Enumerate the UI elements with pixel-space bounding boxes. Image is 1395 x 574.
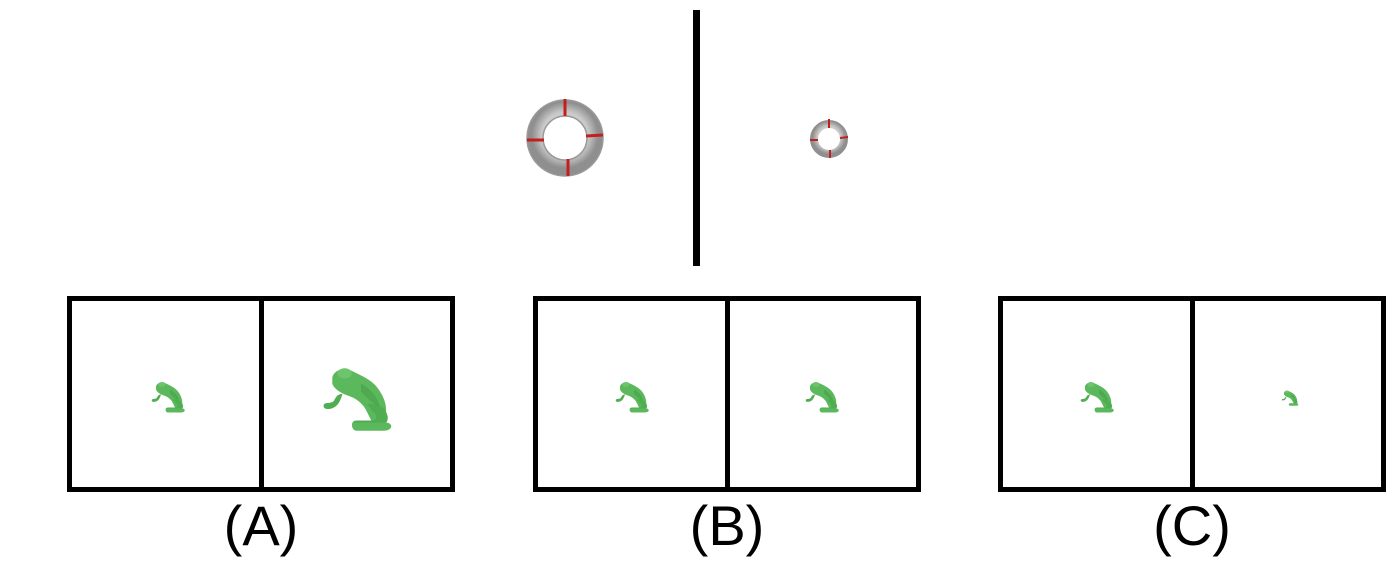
panel-divider [725,301,730,487]
caption-a: (A) [223,494,299,557]
frog-icon [804,379,844,415]
left-view [538,301,725,487]
right-view [1195,301,1382,487]
frog-icon [320,363,402,435]
large-torus-icon [526,99,604,177]
right-view [730,301,917,487]
frog-icon [150,379,190,415]
small-torus-icon [810,119,849,158]
caption-b: (B) [689,494,765,557]
panel-divider [259,301,264,487]
frog-icon [614,379,654,415]
left-view [72,301,259,487]
panel-group-c [998,296,1386,492]
frog-icon [1281,389,1301,407]
panel-divider [1190,301,1195,487]
panel-group-a [67,296,455,492]
vertical-separator [693,10,700,266]
left-view [1003,301,1190,487]
right-view [264,301,451,487]
panel-group-b [533,296,921,492]
frog-icon [1079,379,1119,415]
caption-c: (C) [1153,494,1231,557]
